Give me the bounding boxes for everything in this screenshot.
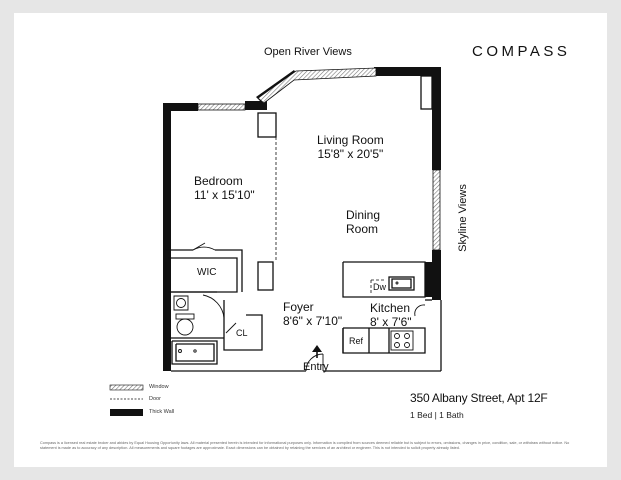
- fixture-cl: CL: [236, 328, 248, 338]
- entry-label: Entry: [303, 361, 329, 373]
- windows: [197, 67, 441, 251]
- fixture-wic: WIC: [197, 267, 217, 278]
- room-kitchen-name: Kitchen: [370, 301, 411, 315]
- listing-address: 350 Albany Street, Apt 12F: [410, 391, 548, 405]
- interior-walls: [165, 75, 442, 372]
- room-bedroom-size: 11' x 15'10": [194, 188, 255, 202]
- dashed-boundaries: [275, 137, 386, 295]
- legend-thick-wall-swatch: [110, 409, 143, 416]
- bathroom-fixtures: [173, 281, 399, 353]
- room-bedroom-name: Bedroom: [194, 174, 243, 188]
- room-bedroom: Bedroom 11' x 15'10": [194, 174, 255, 202]
- door-swings: [192, 242, 426, 372]
- legend-swatches: [109, 384, 144, 416]
- room-foyer-size: 8'6" x 7'10": [283, 314, 343, 328]
- room-living: Living Room 15'8" x 20'5": [317, 133, 384, 161]
- room-foyer-name: Foyer: [283, 300, 314, 314]
- view-label-right: Skyline Views: [457, 184, 469, 252]
- room-dining: Dining Room: [346, 208, 380, 236]
- room-living-size: 15'8" x 20'5": [317, 147, 384, 161]
- room-dining-line1: Dining: [346, 208, 381, 222]
- listing-summary: 1 Bed | 1 Bath: [410, 410, 464, 420]
- range-burners: [390, 330, 414, 351]
- fixture-dw: Dw: [373, 282, 386, 292]
- room-kitchen: Kitchen 8' x 7'6": [370, 301, 412, 329]
- room-dining-line2: Room: [346, 222, 379, 236]
- legend-window-label: Window: [149, 384, 169, 390]
- entry-arrow-icon: [312, 345, 322, 358]
- floorplan-card: [14, 13, 607, 467]
- legend-door-label: Door: [149, 396, 161, 402]
- legend-thick-wall-label: Thick Wall: [149, 409, 175, 415]
- room-living-name: Living Room: [317, 133, 384, 147]
- fixture-ref: Ref: [349, 336, 364, 346]
- room-kitchen-size: 8' x 7'6": [370, 315, 412, 329]
- disclaimer: Compass is a licensed real estate broker…: [40, 441, 570, 450]
- brand-logo: COMPASS: [472, 43, 571, 60]
- legend-window-swatch: [109, 384, 144, 391]
- room-foyer: Foyer 8'6" x 7'10": [283, 300, 342, 328]
- view-label-top: Open River Views: [264, 46, 352, 58]
